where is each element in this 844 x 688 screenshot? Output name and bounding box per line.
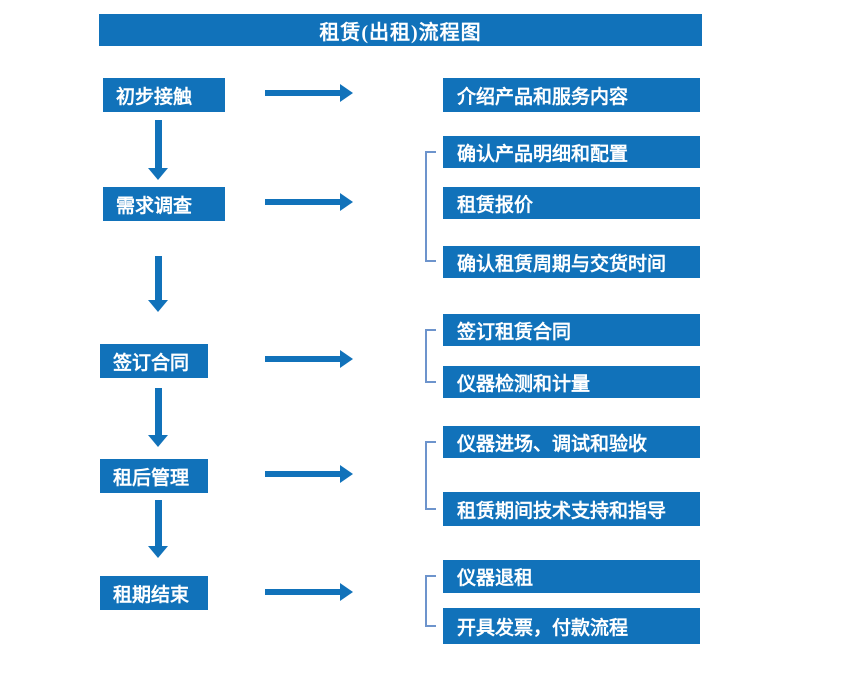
output-box-confirm-product-details: 确认产品明细和配置 <box>443 136 700 168</box>
stage-box-demand-survey: 需求调查 <box>103 187 225 221</box>
output-box-introduce-products: 介绍产品和服务内容 <box>443 78 700 112</box>
arrow-shaft <box>265 471 340 477</box>
arrow-head <box>340 583 353 601</box>
output-box-instrument-return: 仪器退租 <box>443 560 700 593</box>
arrow-head <box>148 300 168 312</box>
stage-box-post-rental-management: 租后管理 <box>100 459 208 493</box>
stage-box-rental-end: 租期结束 <box>100 576 208 610</box>
arrow-shaft <box>155 120 162 168</box>
arrow-head <box>148 435 168 447</box>
arrow-shaft <box>155 388 162 435</box>
arrow-shaft <box>155 256 162 300</box>
arrow-shaft <box>265 90 340 96</box>
bracket-group-contract-signing <box>425 329 436 383</box>
output-box-technical-support: 租赁期间技术支持和指导 <box>443 492 700 526</box>
output-box-instrument-setup-acceptance: 仪器进场、调试和验收 <box>443 426 700 458</box>
arrow-shaft <box>265 199 340 205</box>
arrow-head <box>340 465 353 483</box>
bracket-group-post-rental <box>425 441 436 510</box>
arrow-shaft <box>155 500 162 546</box>
stage-box-contract-signing: 签订合同 <box>100 344 208 378</box>
arrow-shaft <box>265 589 340 595</box>
arrow-head <box>148 168 168 180</box>
output-box-sign-rental-contract: 签订租赁合同 <box>443 314 700 346</box>
arrow-head <box>340 193 353 211</box>
arrow-head <box>340 350 353 368</box>
bracket-group-demand-survey <box>425 151 436 262</box>
output-box-instrument-inspection: 仪器检测和计量 <box>443 366 700 398</box>
arrow-shaft <box>265 356 340 362</box>
output-box-confirm-rental-period: 确认租赁周期与交货时间 <box>443 246 700 278</box>
stage-box-initial-contact: 初步接触 <box>103 78 225 112</box>
arrow-head <box>340 84 353 102</box>
flowchart-title: 租赁(出租)流程图 <box>99 14 702 46</box>
output-box-invoice-payment: 开具发票，付款流程 <box>443 608 700 644</box>
bracket-group-rental-end <box>425 575 436 627</box>
output-box-rental-quote: 租赁报价 <box>443 187 700 219</box>
arrow-head <box>148 546 168 558</box>
